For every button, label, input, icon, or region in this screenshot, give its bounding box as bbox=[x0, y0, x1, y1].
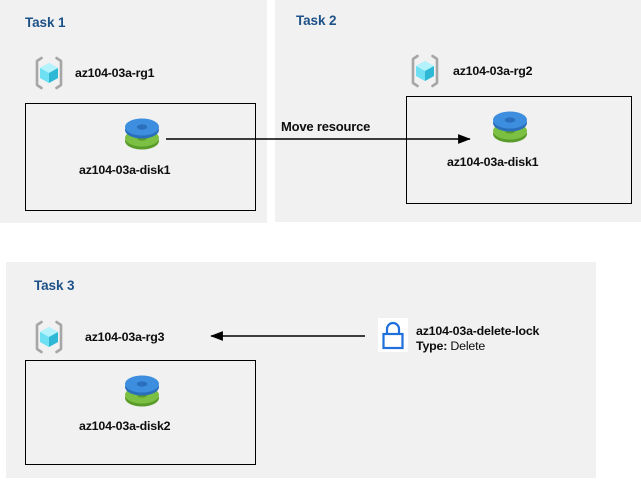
task-1-panel bbox=[0, 0, 267, 223]
lock-label-block: az104-03a-delete-lock Type: Delete bbox=[416, 324, 539, 354]
lock-type-line: Type: Delete bbox=[416, 339, 539, 354]
task-3-resource-box bbox=[25, 360, 256, 465]
resource-group-icon bbox=[410, 54, 440, 88]
move-resource-arrow bbox=[166, 134, 471, 144]
task-1-resource-label: az104-03a-disk1 bbox=[79, 163, 171, 177]
task-3-resource-group-label: az104-03a-rg3 bbox=[85, 330, 165, 344]
move-resource-label: Move resource bbox=[281, 119, 371, 134]
task-2-resource-label: az104-03a-disk1 bbox=[447, 155, 539, 169]
managed-disk-icon bbox=[121, 115, 163, 153]
task-1-title: Task 1 bbox=[25, 15, 66, 30]
resource-group-icon bbox=[34, 56, 64, 90]
task-2-resource-group-label: az104-03a-rg2 bbox=[453, 64, 533, 78]
lock-to-resource-group-arrow bbox=[210, 331, 365, 341]
task-3-panel bbox=[6, 262, 596, 478]
task-3-title: Task 3 bbox=[34, 278, 75, 293]
managed-disk-icon bbox=[121, 372, 163, 410]
lock-icon bbox=[378, 318, 408, 352]
task-3-resource-label: az104-03a-disk2 bbox=[79, 419, 171, 433]
task-2-panel bbox=[275, 0, 641, 222]
managed-disk-icon bbox=[489, 108, 531, 146]
lock-name: az104-03a-delete-lock bbox=[416, 324, 540, 338]
lock-type-key: Type: bbox=[416, 339, 448, 353]
resource-group-icon bbox=[34, 320, 64, 354]
task-2-title: Task 2 bbox=[296, 13, 337, 28]
lock-type-value: Delete bbox=[450, 339, 486, 353]
task-2-resource-box bbox=[406, 96, 632, 204]
task-1-resource-group-label: az104-03a-rg1 bbox=[75, 66, 155, 80]
task-1-resource-box bbox=[25, 103, 256, 211]
